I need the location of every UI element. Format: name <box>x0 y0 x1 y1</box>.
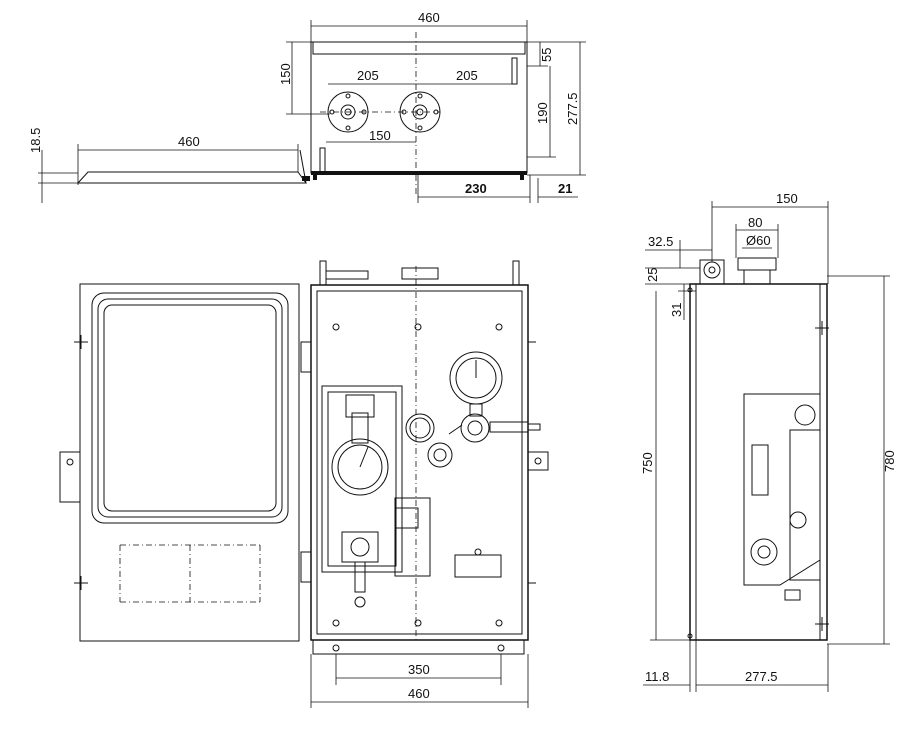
dim-side-depth: 277.5 <box>745 669 778 684</box>
cabinet-body <box>310 284 529 641</box>
pressure-gauge-small <box>405 413 435 443</box>
dim-door-thickness: 18.5 <box>28 128 43 153</box>
cabinet-front-view: 350 460 <box>310 260 549 708</box>
dim-total-height-side: 780 <box>882 450 897 472</box>
valve-knob <box>350 537 370 557</box>
pressure-gauge-large <box>331 438 389 496</box>
door-front-view <box>59 283 300 642</box>
dim-wall: 11.8 <box>645 669 669 684</box>
side-lifting-eye <box>703 261 721 279</box>
top-hub-right <box>399 91 441 133</box>
side-view: 150 80 Ø60 32.5 25 31 750 780 11.8 277.5 <box>640 191 897 692</box>
dim-top-offset: 55 <box>539 48 554 62</box>
dim-total-height: 277.5 <box>565 92 580 125</box>
dim-hole-spacing: 80 <box>748 215 762 230</box>
side-body <box>689 283 828 641</box>
hinge-bottom <box>300 551 312 583</box>
dim-edge: 21 <box>558 181 572 196</box>
door-panel <box>79 283 300 642</box>
dim-inner-gap: 31 <box>669 303 684 317</box>
top-hub-left <box>327 91 369 133</box>
top-view-body <box>310 41 528 174</box>
dim-inner: 150 <box>369 128 391 143</box>
window-outer <box>91 292 289 524</box>
dim-door-width: 460 <box>178 134 200 149</box>
dim-diameter: Ø60 <box>746 233 771 248</box>
dim-top-width: 460 <box>418 10 440 25</box>
dim-side-height: 190 <box>535 102 550 124</box>
door-plan-view: 460 18.5 <box>28 128 307 203</box>
dim-top-gap: 25 <box>645 268 660 282</box>
dim-left-spacing: 205 <box>357 68 379 83</box>
dim-front-width: 460 <box>408 686 430 701</box>
dim-right-spacing: 205 <box>456 68 478 83</box>
dim-offset: 32.5 <box>648 234 673 249</box>
top-view-flange <box>312 41 526 55</box>
dim-inner-height: 750 <box>640 452 655 474</box>
hinge-top <box>300 341 312 373</box>
dim-side-width: 150 <box>776 191 798 206</box>
dim-depth: 230 <box>465 181 487 196</box>
mounting-panel <box>321 385 403 573</box>
name-plate <box>454 554 502 578</box>
dim-top-height: 150 <box>278 63 293 85</box>
dim-mount-spacing: 350 <box>408 662 430 677</box>
top-view: 460 150 205 205 150 55 190 277.5 230 21 <box>278 10 586 203</box>
side-gauge <box>750 538 778 566</box>
door-plan-body <box>76 171 307 184</box>
